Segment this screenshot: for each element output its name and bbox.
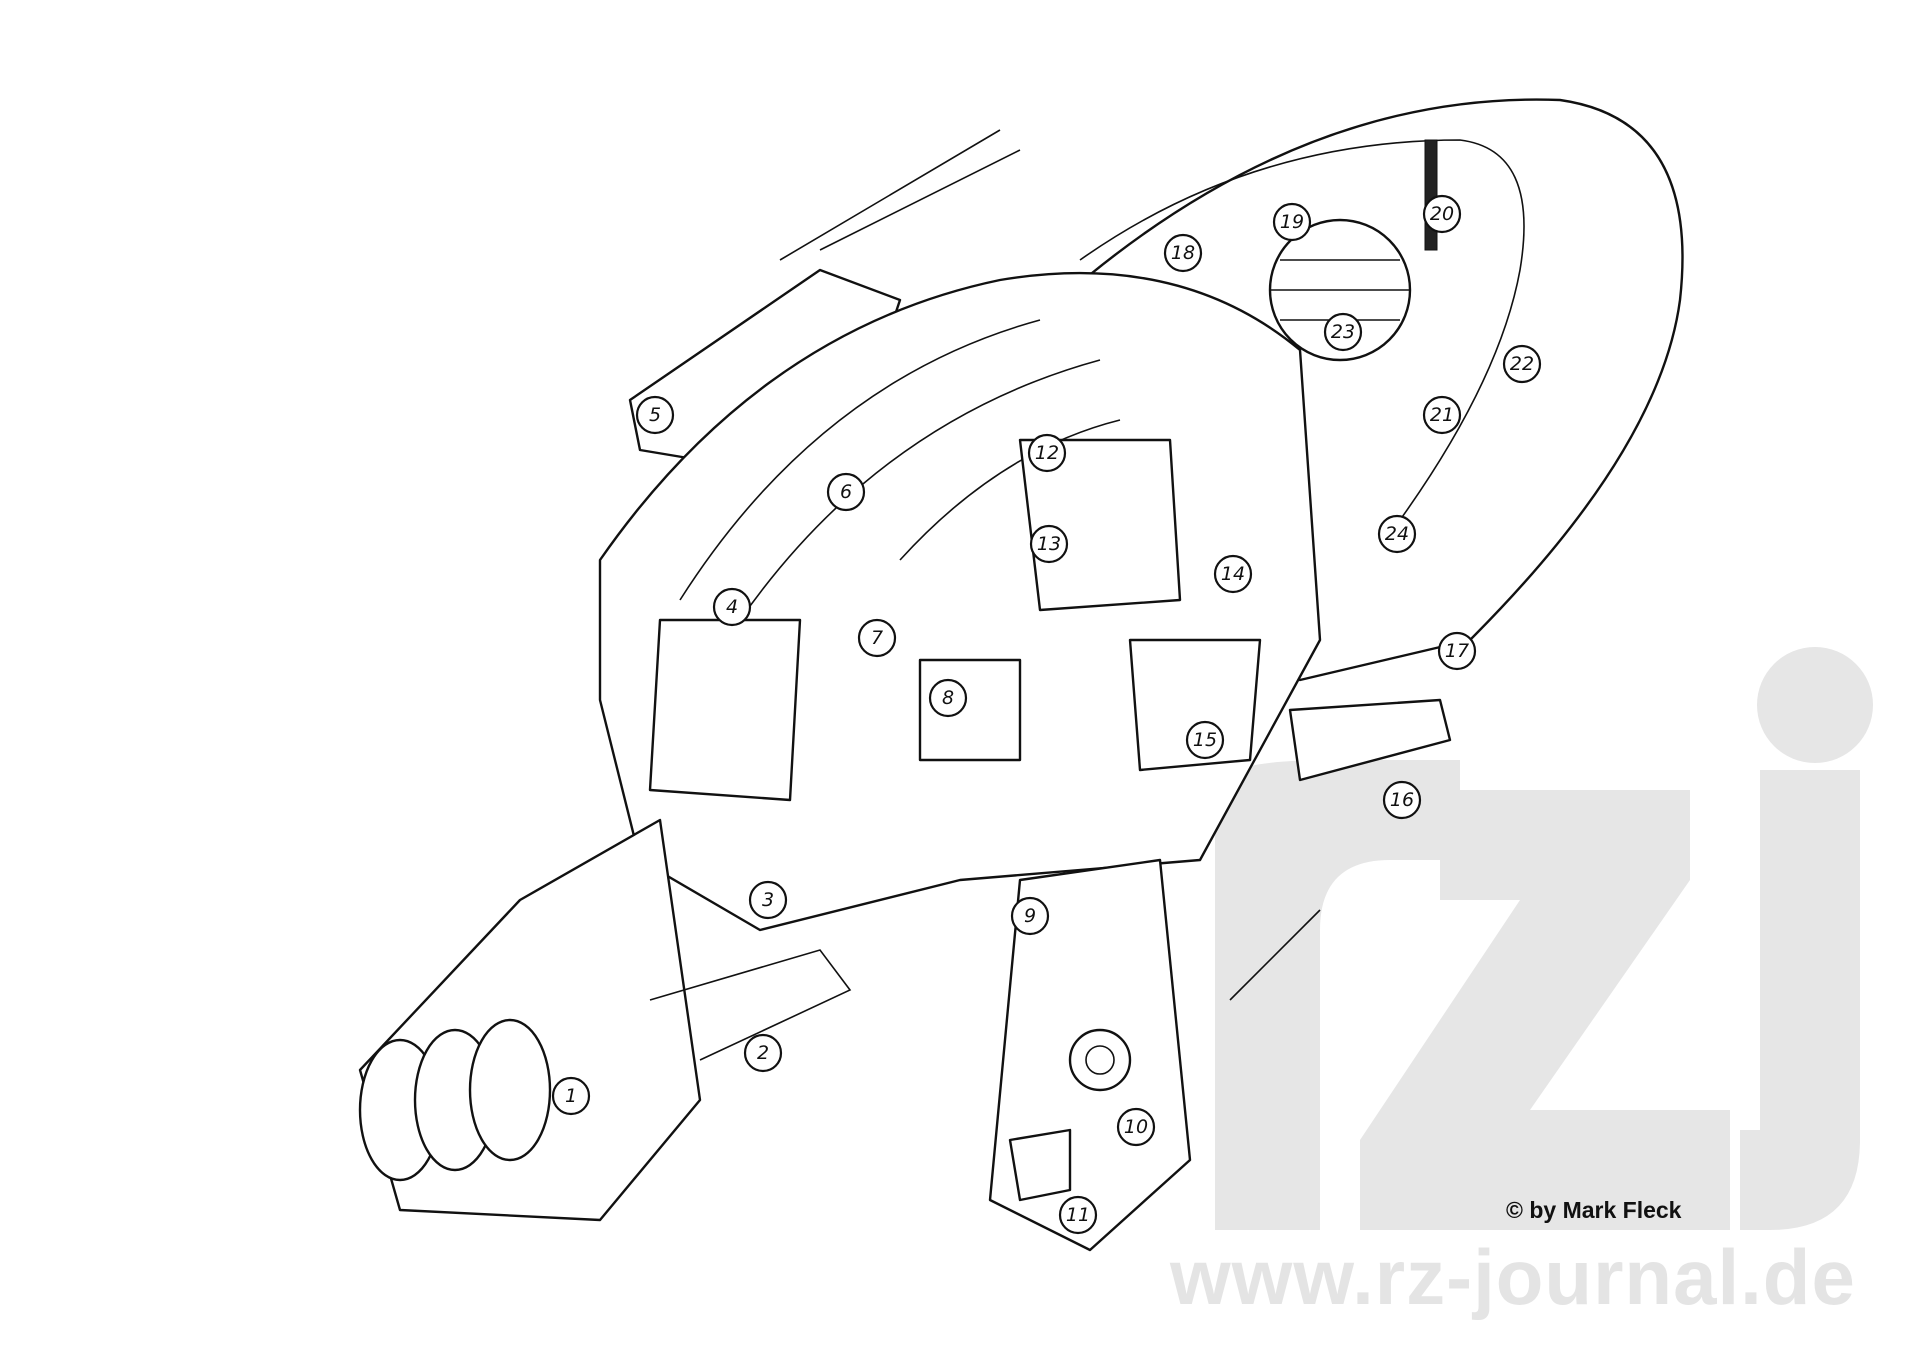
svg-text:22: 22	[1510, 353, 1534, 375]
callout-9: 9	[1010, 896, 1050, 936]
callout-5: 5	[635, 395, 675, 435]
callout-15: 15	[1185, 720, 1225, 760]
callout-4: 4	[712, 587, 752, 627]
svg-text:9: 9	[1024, 905, 1036, 927]
callout-7: 7	[857, 618, 897, 658]
callout-11: 11	[1058, 1195, 1098, 1235]
svg-text:15: 15	[1193, 729, 1217, 751]
callout-6: 6	[826, 472, 866, 512]
watermark-url: www.rz-journal.de	[1170, 1233, 1856, 1321]
svg-text:20: 20	[1430, 203, 1454, 225]
svg-text:4: 4	[726, 596, 738, 618]
callout-1: 1	[551, 1076, 591, 1116]
svg-text:2: 2	[757, 1042, 769, 1064]
svg-text:16: 16	[1390, 789, 1414, 811]
callout-10: 10	[1116, 1107, 1156, 1147]
callout-20: 20	[1422, 194, 1462, 234]
callout-2: 2	[743, 1033, 783, 1073]
svg-text:11: 11	[1066, 1204, 1090, 1226]
callout-8: 8	[928, 678, 968, 718]
callout-21: 21	[1422, 395, 1462, 435]
callout-16: 16	[1382, 780, 1422, 820]
callout-24: 24	[1377, 514, 1417, 554]
callout-12: 12	[1027, 433, 1067, 473]
callout-13: 13	[1029, 524, 1069, 564]
svg-text:24: 24	[1385, 523, 1409, 545]
svg-text:13: 13	[1037, 533, 1061, 555]
callout-22: 22	[1502, 344, 1542, 384]
svg-text:18: 18	[1171, 242, 1195, 264]
svg-text:3: 3	[762, 889, 774, 911]
svg-text:8: 8	[942, 687, 954, 709]
svg-text:6: 6	[840, 481, 852, 503]
svg-text:17: 17	[1445, 640, 1469, 662]
copyright-credit: © by Mark Fleck	[1506, 1197, 1682, 1223]
callout-18: 18	[1163, 233, 1203, 273]
svg-text:10: 10	[1124, 1116, 1148, 1138]
svg-text:1: 1	[565, 1085, 577, 1107]
svg-text:21: 21	[1430, 404, 1454, 426]
svg-text:5: 5	[649, 404, 661, 426]
callout-17: 17	[1437, 631, 1477, 671]
callout-14: 14	[1213, 554, 1253, 594]
svg-text:23: 23	[1331, 321, 1355, 343]
callout-23: 23	[1323, 312, 1363, 352]
svg-text:14: 14	[1221, 563, 1245, 585]
svg-text:12: 12	[1035, 442, 1059, 464]
callout-19: 19	[1272, 202, 1312, 242]
svg-text:7: 7	[871, 627, 883, 649]
svg-text:19: 19	[1280, 211, 1304, 233]
callout-3: 3	[748, 880, 788, 920]
